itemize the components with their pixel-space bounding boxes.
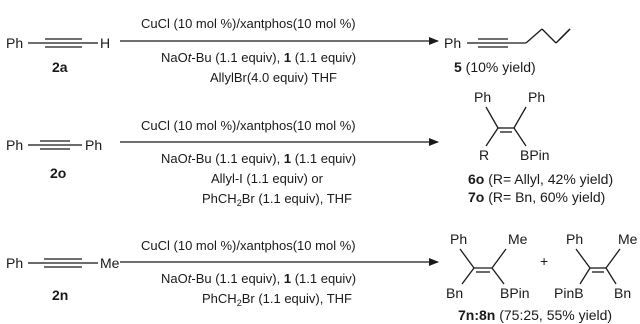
r3-substrate-me: Me bbox=[100, 255, 120, 271]
r2-product-ph-left: Ph bbox=[474, 89, 491, 105]
r2-product-ph-right: Ph bbox=[528, 89, 545, 105]
r1-substrate-ph: Ph bbox=[6, 35, 23, 51]
r3-result: 7n:8n (75:25, 55% yield) bbox=[458, 307, 612, 323]
r1-product-ph: Ph bbox=[444, 35, 461, 51]
r3-product-b-pinb: PinB bbox=[554, 285, 584, 301]
r2-substrate-bond bbox=[28, 140, 82, 150]
r3-product-b-me: Me bbox=[618, 231, 638, 247]
r3-product-a-bpin: BPin bbox=[500, 285, 530, 301]
r3-product-b-bn: Bn bbox=[614, 285, 631, 301]
r3-product-a-alkene bbox=[459, 248, 507, 285]
r2-result-7o: 7o (R= Bn, 60% yield) bbox=[468, 189, 605, 205]
r3-substrate-ph: Ph bbox=[6, 255, 23, 271]
r3-product-a-me: Me bbox=[508, 231, 528, 247]
r2-below-arrow-1: NaOt-Bu (1.1 equiv), 1 (1.1 equiv) bbox=[161, 151, 356, 166]
r2-substrate-ph-left: Ph bbox=[6, 137, 23, 153]
r3-substrate-label: 2n bbox=[52, 287, 68, 303]
r3-product-a-ph: Ph bbox=[450, 231, 467, 247]
r3-product-b-alkene bbox=[575, 248, 621, 285]
r3-product-b-ph: Ph bbox=[566, 231, 583, 247]
r3-substrate-bond bbox=[28, 258, 98, 268]
r2-below-arrow-3: PhCH2Br (1.1 equiv), THF bbox=[202, 191, 352, 208]
r1-substrate-label: 2a bbox=[52, 59, 68, 75]
r1-product-result: 5 (10% yield) bbox=[454, 59, 536, 75]
r2-product-bpin: BPin bbox=[520, 147, 550, 163]
r3-product-a-bn: Bn bbox=[446, 285, 463, 301]
r1-above-arrow: CuCl (10 mol %)/xantphos(10 mol %) bbox=[141, 16, 356, 31]
r2-substrate-label: 2o bbox=[50, 165, 66, 181]
r3-plus: + bbox=[540, 253, 548, 269]
r1-substrate-bond bbox=[28, 38, 98, 48]
r1-product-structure bbox=[467, 28, 571, 48]
reaction-3: Ph Me 2n CuCl (10 mol %)/xantphos(10 mol… bbox=[6, 231, 638, 323]
r3-above-arrow: CuCl (10 mol %)/xantphos(10 mol %) bbox=[141, 238, 356, 253]
reaction-2: Ph Ph 2o CuCl (10 mol %)/xantphos(10 mol… bbox=[6, 89, 613, 208]
r1-below-arrow-2: AllylBr(4.0 equiv) THF bbox=[210, 70, 337, 85]
r2-above-arrow: CuCl (10 mol %)/xantphos(10 mol %) bbox=[141, 118, 356, 133]
r2-product-alkene bbox=[485, 106, 527, 147]
r1-below-arrow-1: NaOt-Bu (1.1 equiv), 1 (1.1 equiv) bbox=[161, 50, 356, 65]
r2-substrate-ph-right: Ph bbox=[85, 137, 102, 153]
r2-result-6o: 6o (R= Allyl, 42% yield) bbox=[468, 171, 613, 187]
r2-product-r: R bbox=[479, 147, 489, 163]
r3-below-arrow-1: NaOt-Bu (1.1 equiv), 1 (1.1 equiv) bbox=[161, 271, 356, 286]
reaction-1: Ph H 2a CuCl (10 mol %)/xantphos(10 mol … bbox=[6, 16, 571, 85]
r2-below-arrow-2: Allyl-I (1.1 equiv) or bbox=[211, 171, 324, 186]
r3-below-arrow-2: PhCH2Br (1.1 equiv), THF bbox=[202, 291, 352, 308]
r1-substrate-h: H bbox=[100, 35, 110, 51]
